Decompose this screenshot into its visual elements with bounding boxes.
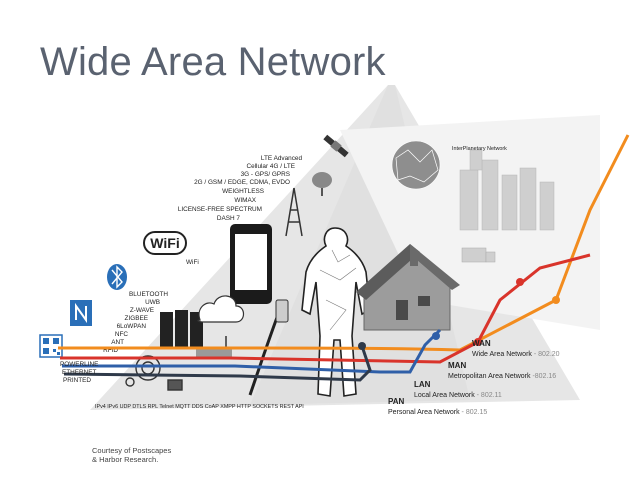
cell-tower-icon <box>285 187 303 237</box>
pan-code: PAN <box>388 397 405 406</box>
wireless-item: DASH 7 <box>217 215 241 222</box>
short-range-item: BLUETOOTH <box>129 291 168 298</box>
short-range-list: BLUETOOTH UWB Z-WAVE ZIGBEE 6LoWPAN NFC … <box>103 291 168 354</box>
lan-line <box>62 328 442 374</box>
wired-item: ETHERNET <box>62 369 97 376</box>
wired-item: PRINTED <box>63 377 91 384</box>
wan-code: WAN <box>472 339 491 348</box>
router-icon <box>196 336 232 358</box>
pan-line <box>63 345 372 382</box>
wired-list: POWERLINE ETHERNET PRINTED <box>60 361 98 384</box>
human-figure-icon <box>301 227 371 397</box>
man-node-dot <box>516 278 524 286</box>
sensor-icons <box>125 355 183 391</box>
wan-node-dot <box>552 296 560 304</box>
cloud-icon <box>197 295 245 323</box>
pan-name: Personal Area Network - 802.15 <box>388 409 487 416</box>
credit-line: & Harbor Research. <box>92 455 159 464</box>
protocols-label: IPv4 IPv6 UDP DTLS RPL Telnet MQTT DDS C… <box>95 404 304 410</box>
man-code: MAN <box>448 361 466 370</box>
wireless-item: Cellular 4G / LTE <box>246 163 295 170</box>
house-icon <box>356 244 460 331</box>
wireless-item: LTE Advanced <box>261 155 303 162</box>
wireless-item: LICENSE-FREE SPECTRUM <box>178 206 262 213</box>
wan-name: Wide Area Network - 802.20 <box>472 351 560 358</box>
man-name: Metropolitan Area Network -802.16 <box>448 373 556 380</box>
qr-code-icon <box>39 334 63 358</box>
wireless-item: 2G / GSM / EDGE, CDMA, EVDO <box>194 179 290 186</box>
satellite-icon <box>323 134 349 158</box>
credit-text: Courtesy of Postscapes & Harbor Research… <box>92 446 171 464</box>
short-range-item: NFC <box>115 331 129 338</box>
wired-item: POWERLINE <box>60 361 98 368</box>
short-range-item: UWB <box>145 299 160 306</box>
wifi-label: WiFi <box>186 259 199 266</box>
short-range-item: ANT <box>111 339 124 346</box>
wireless-item: 3G - GPS/ GPRS <box>241 171 290 178</box>
short-range-item: 6LoWPAN <box>117 323 147 330</box>
wireless-item: WEIGHTLESS <box>222 188 264 195</box>
network-legend: WAN Wide Area Network - 802.20 MAN Metro… <box>388 339 560 416</box>
smartphone-icon <box>230 224 272 304</box>
lan-node-dot <box>432 332 440 340</box>
satellite-dish-icon <box>312 172 332 196</box>
server-rack-icon <box>160 310 203 348</box>
short-range-item: Z-WAVE <box>130 307 154 314</box>
wifi-logo: WiFi <box>143 231 187 255</box>
credit-line: Courtesy of Postscapes <box>92 446 172 455</box>
short-range-item: ZIGBEE <box>125 315 148 322</box>
pan-node-dot <box>358 342 366 350</box>
man-node-dot <box>474 338 482 346</box>
lan-code: LAN <box>414 380 431 389</box>
interplanetary-label: InterPlanetary Network <box>452 146 507 152</box>
nfc-icon <box>70 300 92 326</box>
short-range-item: RFID <box>103 347 118 354</box>
svg-text:WiFi: WiFi <box>150 235 179 251</box>
lan-name: Local Area Network - 802.11 <box>414 392 502 399</box>
interplanetary-area <box>340 115 600 330</box>
wireless-item: WIMAX <box>234 197 256 204</box>
ethernet-cable-icon <box>248 299 289 396</box>
slide-title: Wide Area Network <box>40 40 386 84</box>
city-buildings-icon <box>459 149 555 231</box>
truck-icon <box>461 247 496 263</box>
wireless-list: LTE Advanced Cellular 4G / LTE 3G - GPS/… <box>178 155 303 222</box>
bluetooth-icon <box>107 264 127 290</box>
